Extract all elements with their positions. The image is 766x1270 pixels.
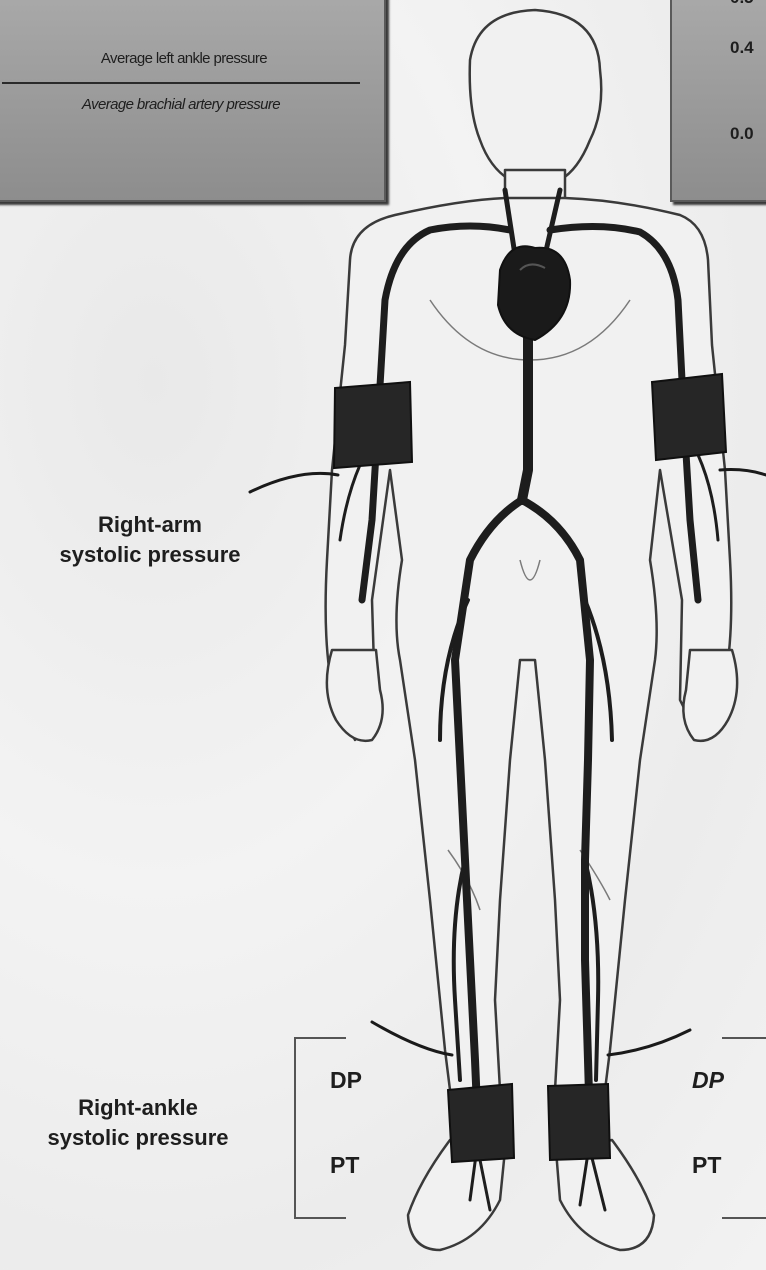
right-ankle-label-line1: Right-ankle (0, 1093, 276, 1123)
right-pulse-bracket (294, 1037, 346, 1219)
left-pt-label: PT (692, 1152, 721, 1179)
right-arm-label: Right-arm systolic pressure (0, 510, 300, 570)
head (470, 10, 602, 180)
left-dp-label: DP (692, 1067, 724, 1094)
left-ankle-tube (608, 1030, 690, 1055)
right-hand (327, 650, 383, 741)
left-ankle-cuff (548, 1084, 610, 1160)
right-pt-label: PT (330, 1152, 359, 1179)
right-arm-cuff (334, 382, 412, 468)
left-arm-cuff (652, 374, 726, 460)
left-arm-tube (720, 470, 766, 475)
left-pulse-bracket (722, 1037, 766, 1219)
right-arm-label-line1: Right-arm (0, 510, 300, 540)
right-ankle-label-line2: systolic pressure (0, 1123, 276, 1153)
right-arm-label-line2: systolic pressure (0, 540, 300, 570)
right-ankle-label: Right-ankle systolic pressure (0, 1093, 276, 1153)
right-arm-tube (250, 473, 338, 492)
right-dp-label: DP (330, 1067, 362, 1094)
left-hand (683, 650, 737, 741)
right-ankle-tube (372, 1022, 452, 1055)
right-ankle-cuff (448, 1084, 514, 1162)
